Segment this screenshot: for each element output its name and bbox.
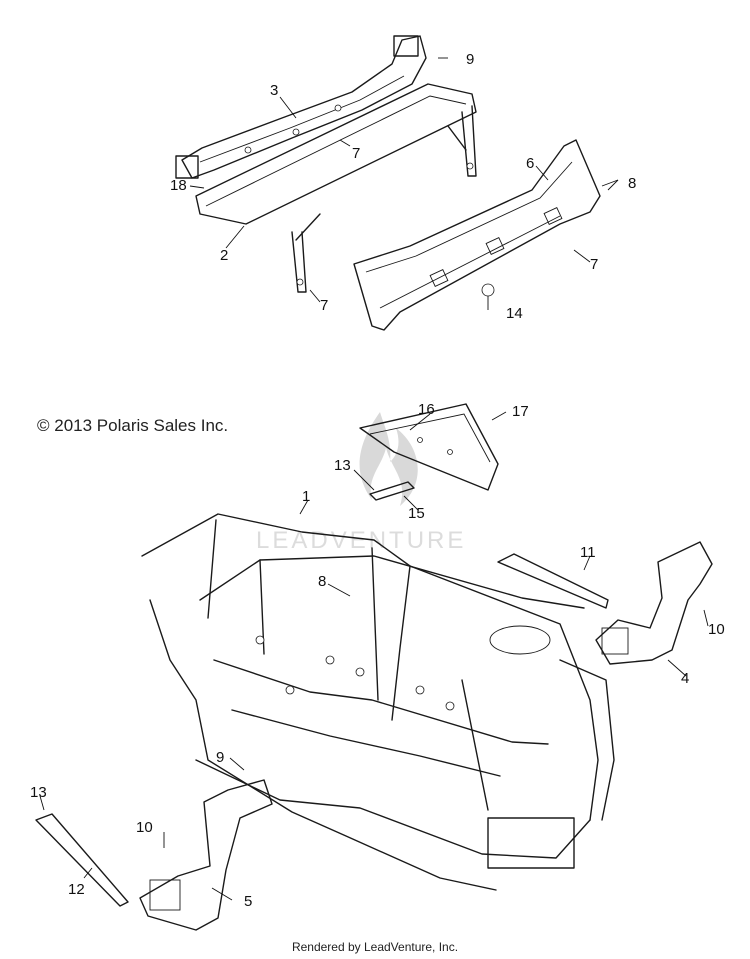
- callout-15: 15: [408, 505, 425, 522]
- callout-2: 2: [220, 247, 228, 264]
- part-4-step-frame: [595, 541, 713, 665]
- leadventure-watermark: LEADVENTURE: [256, 412, 466, 554]
- callout-13a: 13: [334, 457, 351, 474]
- part-11-rail: [497, 553, 609, 609]
- callout-17: 17: [512, 403, 529, 420]
- callout-4: 4: [681, 670, 689, 687]
- callout-10a: 10: [708, 621, 725, 638]
- callout-16: 16: [418, 401, 435, 418]
- callout-11: 11: [580, 544, 596, 561]
- callout-10b: 10: [136, 819, 153, 836]
- callout-5: 5: [244, 893, 252, 910]
- callout-7b: 7: [320, 297, 328, 314]
- callout-9a: 9: [466, 51, 474, 68]
- copyright-notice: © 2013 Polaris Sales Inc.: [37, 416, 229, 435]
- part-6-rear-panel: [353, 139, 601, 331]
- part-3-upper-rail: [175, 35, 427, 179]
- part-12-rail: [35, 813, 129, 907]
- callout-12: 12: [68, 881, 85, 898]
- callout-8b: 8: [318, 573, 326, 590]
- callout-1: 1: [302, 488, 310, 505]
- part-2-seat-frame: [195, 83, 477, 293]
- flame-logo-icon: [359, 412, 418, 506]
- callout-18: 18: [170, 177, 187, 194]
- callout-13b: 13: [30, 784, 47, 801]
- leader-lines: [39, 57, 709, 901]
- part-15-bracket: [369, 481, 415, 501]
- part-5-step-frame: [139, 779, 273, 931]
- callout-6: 6: [526, 155, 534, 172]
- callout-7c: 7: [590, 256, 598, 273]
- callout-14: 14: [506, 305, 523, 322]
- part-1-main-frame: [141, 513, 615, 891]
- watermark-text: LEADVENTURE: [256, 527, 466, 554]
- callout-3: 3: [270, 82, 278, 99]
- part-16-skid-plate: [359, 403, 499, 491]
- callout-labels: 1 2 3 4 5 6 7 7 7 8 8 9 9 10 10 11 12 13…: [30, 51, 725, 910]
- rendered-by-footer: Rendered by LeadVenture, Inc.: [291, 940, 459, 954]
- callout-7a: 7: [352, 145, 360, 162]
- callout-8a: 8: [628, 175, 636, 192]
- callout-9b: 9: [216, 749, 224, 766]
